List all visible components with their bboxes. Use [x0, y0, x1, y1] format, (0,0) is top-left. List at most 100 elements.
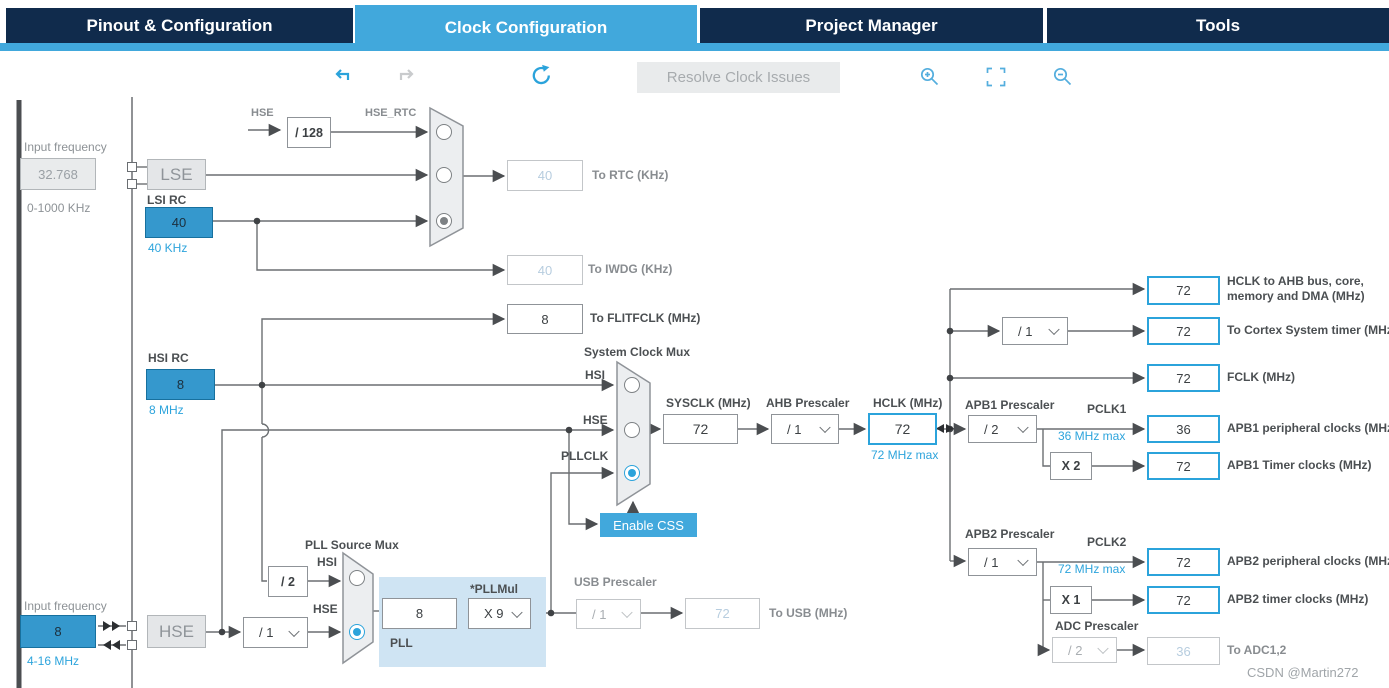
sysmux-hse-input-label: HSE: [583, 413, 608, 427]
hse-input-range-label: 4-16 MHz: [27, 654, 80, 668]
pll-hsi-divider-box: / 2: [268, 566, 308, 597]
lse-pin-connector-bottom: [127, 179, 137, 189]
system-clock-mux-title: System Clock Mux: [584, 345, 691, 359]
chevron-down-icon: [1097, 642, 1109, 655]
apb1-prescaler-label: APB1 Prescaler: [965, 398, 1055, 412]
lse-input-range-label: 0-1000 KHz: [27, 201, 91, 215]
chevron-down-icon: [1048, 323, 1060, 336]
double-arrow-markers: [103, 424, 954, 650]
to-usb-value-box: 72: [685, 598, 760, 629]
lsi-rc-source-box: 40: [145, 207, 213, 238]
reset-icon[interactable]: [529, 63, 554, 93]
sysclk-value-box: 72: [663, 414, 738, 444]
usb-prescaler-value: / 1: [592, 606, 607, 622]
adc-prescaler-label: ADC Prescaler: [1055, 619, 1139, 633]
chevron-down-icon: [1017, 554, 1029, 567]
apb2-timer-multiplier-box: X 1: [1050, 586, 1092, 614]
apb1-timer-value-box[interactable]: 72: [1147, 452, 1220, 480]
apb1-timer-multiplier-box: X 2: [1050, 452, 1092, 480]
tab-project-manager[interactable]: Project Manager: [700, 8, 1043, 43]
left-edge-bar: [16, 100, 22, 688]
tab-tools[interactable]: Tools: [1047, 8, 1389, 43]
cortex-prescaler-value: / 1: [1018, 323, 1033, 339]
enable-css-button[interactable]: Enable CSS: [600, 513, 697, 537]
resolve-clock-issues-button[interactable]: Resolve Clock Issues: [637, 62, 840, 93]
hclk-label: HCLK (MHz): [873, 396, 943, 410]
zoom-out-icon[interactable]: [1052, 66, 1074, 93]
sysmux-pllclk-input-label: PLLCLK: [561, 449, 609, 463]
rtc-mux-hse-rtc-radio[interactable]: [436, 124, 452, 140]
hse-tap-label: HSE: [251, 107, 274, 119]
apb1-timer-label: APB1 Timer clocks (MHz): [1227, 458, 1372, 472]
pllmux-hsi-radio[interactable]: [349, 570, 365, 586]
redo-icon[interactable]: [394, 66, 416, 93]
sysmux-hse-radio[interactable]: [624, 422, 640, 438]
pllmul-dropdown[interactable]: X 9: [468, 598, 531, 629]
lsi-frequency-label: 40 KHz: [148, 241, 188, 255]
lse-input-frequency-label: Input frequency: [24, 140, 107, 154]
sysmux-hsi-input-label: HSI: [585, 368, 606, 382]
pclk1-max-label: 36 MHz max: [1058, 429, 1126, 443]
pclk2-max-label: 72 MHz max: [1058, 562, 1126, 576]
to-adc-value-box: 36: [1147, 637, 1220, 665]
watermark: CSDN @Martin272: [1247, 665, 1359, 680]
pll-hse-input-label: HSE: [313, 602, 338, 616]
zoom-in-icon[interactable]: [919, 66, 941, 93]
lse-pin-connector-top: [127, 162, 137, 172]
undo-icon[interactable]: [333, 66, 355, 93]
tab-pinout-configuration[interactable]: Pinout & Configuration: [6, 8, 353, 43]
hclk-ahb-label-line1: HCLK to AHB bus, core,: [1227, 274, 1364, 288]
pllmul-value: X 9: [484, 606, 504, 621]
fit-screen-icon[interactable]: [985, 66, 1007, 93]
pclk1-value-box[interactable]: 36: [1147, 415, 1220, 443]
to-rtc-label: To RTC (KHz): [592, 168, 669, 182]
adc-prescaler-dropdown: / 2: [1052, 637, 1117, 663]
to-iwdg-value-box: 40: [507, 255, 583, 285]
hse-prediv-dropdown[interactable]: / 1: [243, 617, 308, 648]
pll-input-value-box: 8: [382, 598, 457, 629]
cortex-timer-value-box[interactable]: 72: [1147, 317, 1220, 345]
pll-hsi-input-label: HSI: [317, 555, 338, 569]
hclk-max-label: 72 MHz max: [871, 448, 939, 462]
hse-input-frequency-label: Input frequency: [24, 599, 107, 613]
hse-input-frequency-field[interactable]: 8: [20, 615, 96, 648]
sysmux-pllclk-radio[interactable]: [624, 465, 640, 481]
chevron-down-icon: [819, 421, 831, 434]
hsi-rc-source-box: 8: [146, 369, 215, 400]
ahb-prescaler-label: AHB Prescaler: [766, 396, 850, 410]
hse-source-box: HSE: [147, 615, 206, 648]
apb2-prescaler-label: APB2 Prescaler: [965, 527, 1055, 541]
tabbar-accent-strip: [0, 43, 1389, 51]
cortex-prescaler-dropdown[interactable]: / 1: [1002, 317, 1068, 345]
sysmux-hsi-radio[interactable]: [624, 377, 640, 393]
hse-prediv-value: / 1: [259, 625, 274, 640]
hclk-ahb-value-box[interactable]: 72: [1147, 276, 1220, 305]
pllmux-hse-radio[interactable]: [349, 624, 365, 640]
lse-input-frequency-field: 32.768: [20, 158, 96, 190]
apb1-prescaler-dropdown[interactable]: / 2: [968, 415, 1037, 443]
rtc-mux-lsi-radio[interactable]: [436, 213, 452, 229]
pll-block-label: PLL: [390, 636, 413, 650]
pclk1-label: PCLK1: [1087, 402, 1127, 416]
to-flitfclk-value-box: 8: [507, 304, 583, 334]
to-rtc-value-box: 40: [507, 160, 583, 191]
fclk-value-box[interactable]: 72: [1147, 364, 1220, 392]
pllmul-label: *PLLMul: [470, 582, 518, 596]
fclk-label: FCLK (MHz): [1227, 370, 1295, 384]
apb2-prescaler-dropdown[interactable]: / 1: [968, 548, 1037, 576]
hse-rtc-label: HSE_RTC: [365, 107, 417, 119]
adc-prescaler-value: / 2: [1068, 642, 1083, 658]
apb2-timer-value-box[interactable]: 72: [1147, 586, 1220, 614]
to-adc-label: To ADC1,2: [1227, 643, 1287, 657]
sysclk-label: SYSCLK (MHz): [666, 396, 751, 410]
chevron-down-icon: [288, 625, 300, 637]
apb1-peripheral-label: APB1 peripheral clocks (MHz): [1227, 421, 1389, 435]
pclk2-value-box[interactable]: 72: [1147, 548, 1220, 576]
ahb-prescaler-dropdown[interactable]: / 1: [771, 414, 839, 444]
hclk-value-box[interactable]: 72: [868, 413, 937, 445]
rtc-mux-lse-radio[interactable]: [436, 167, 452, 183]
to-flitfclk-label: To FLITFCLK (MHz): [590, 311, 701, 325]
hsi-frequency-label: 8 MHz: [149, 403, 184, 417]
hclk-ahb-label-line2: memory and DMA (MHz): [1227, 289, 1365, 303]
